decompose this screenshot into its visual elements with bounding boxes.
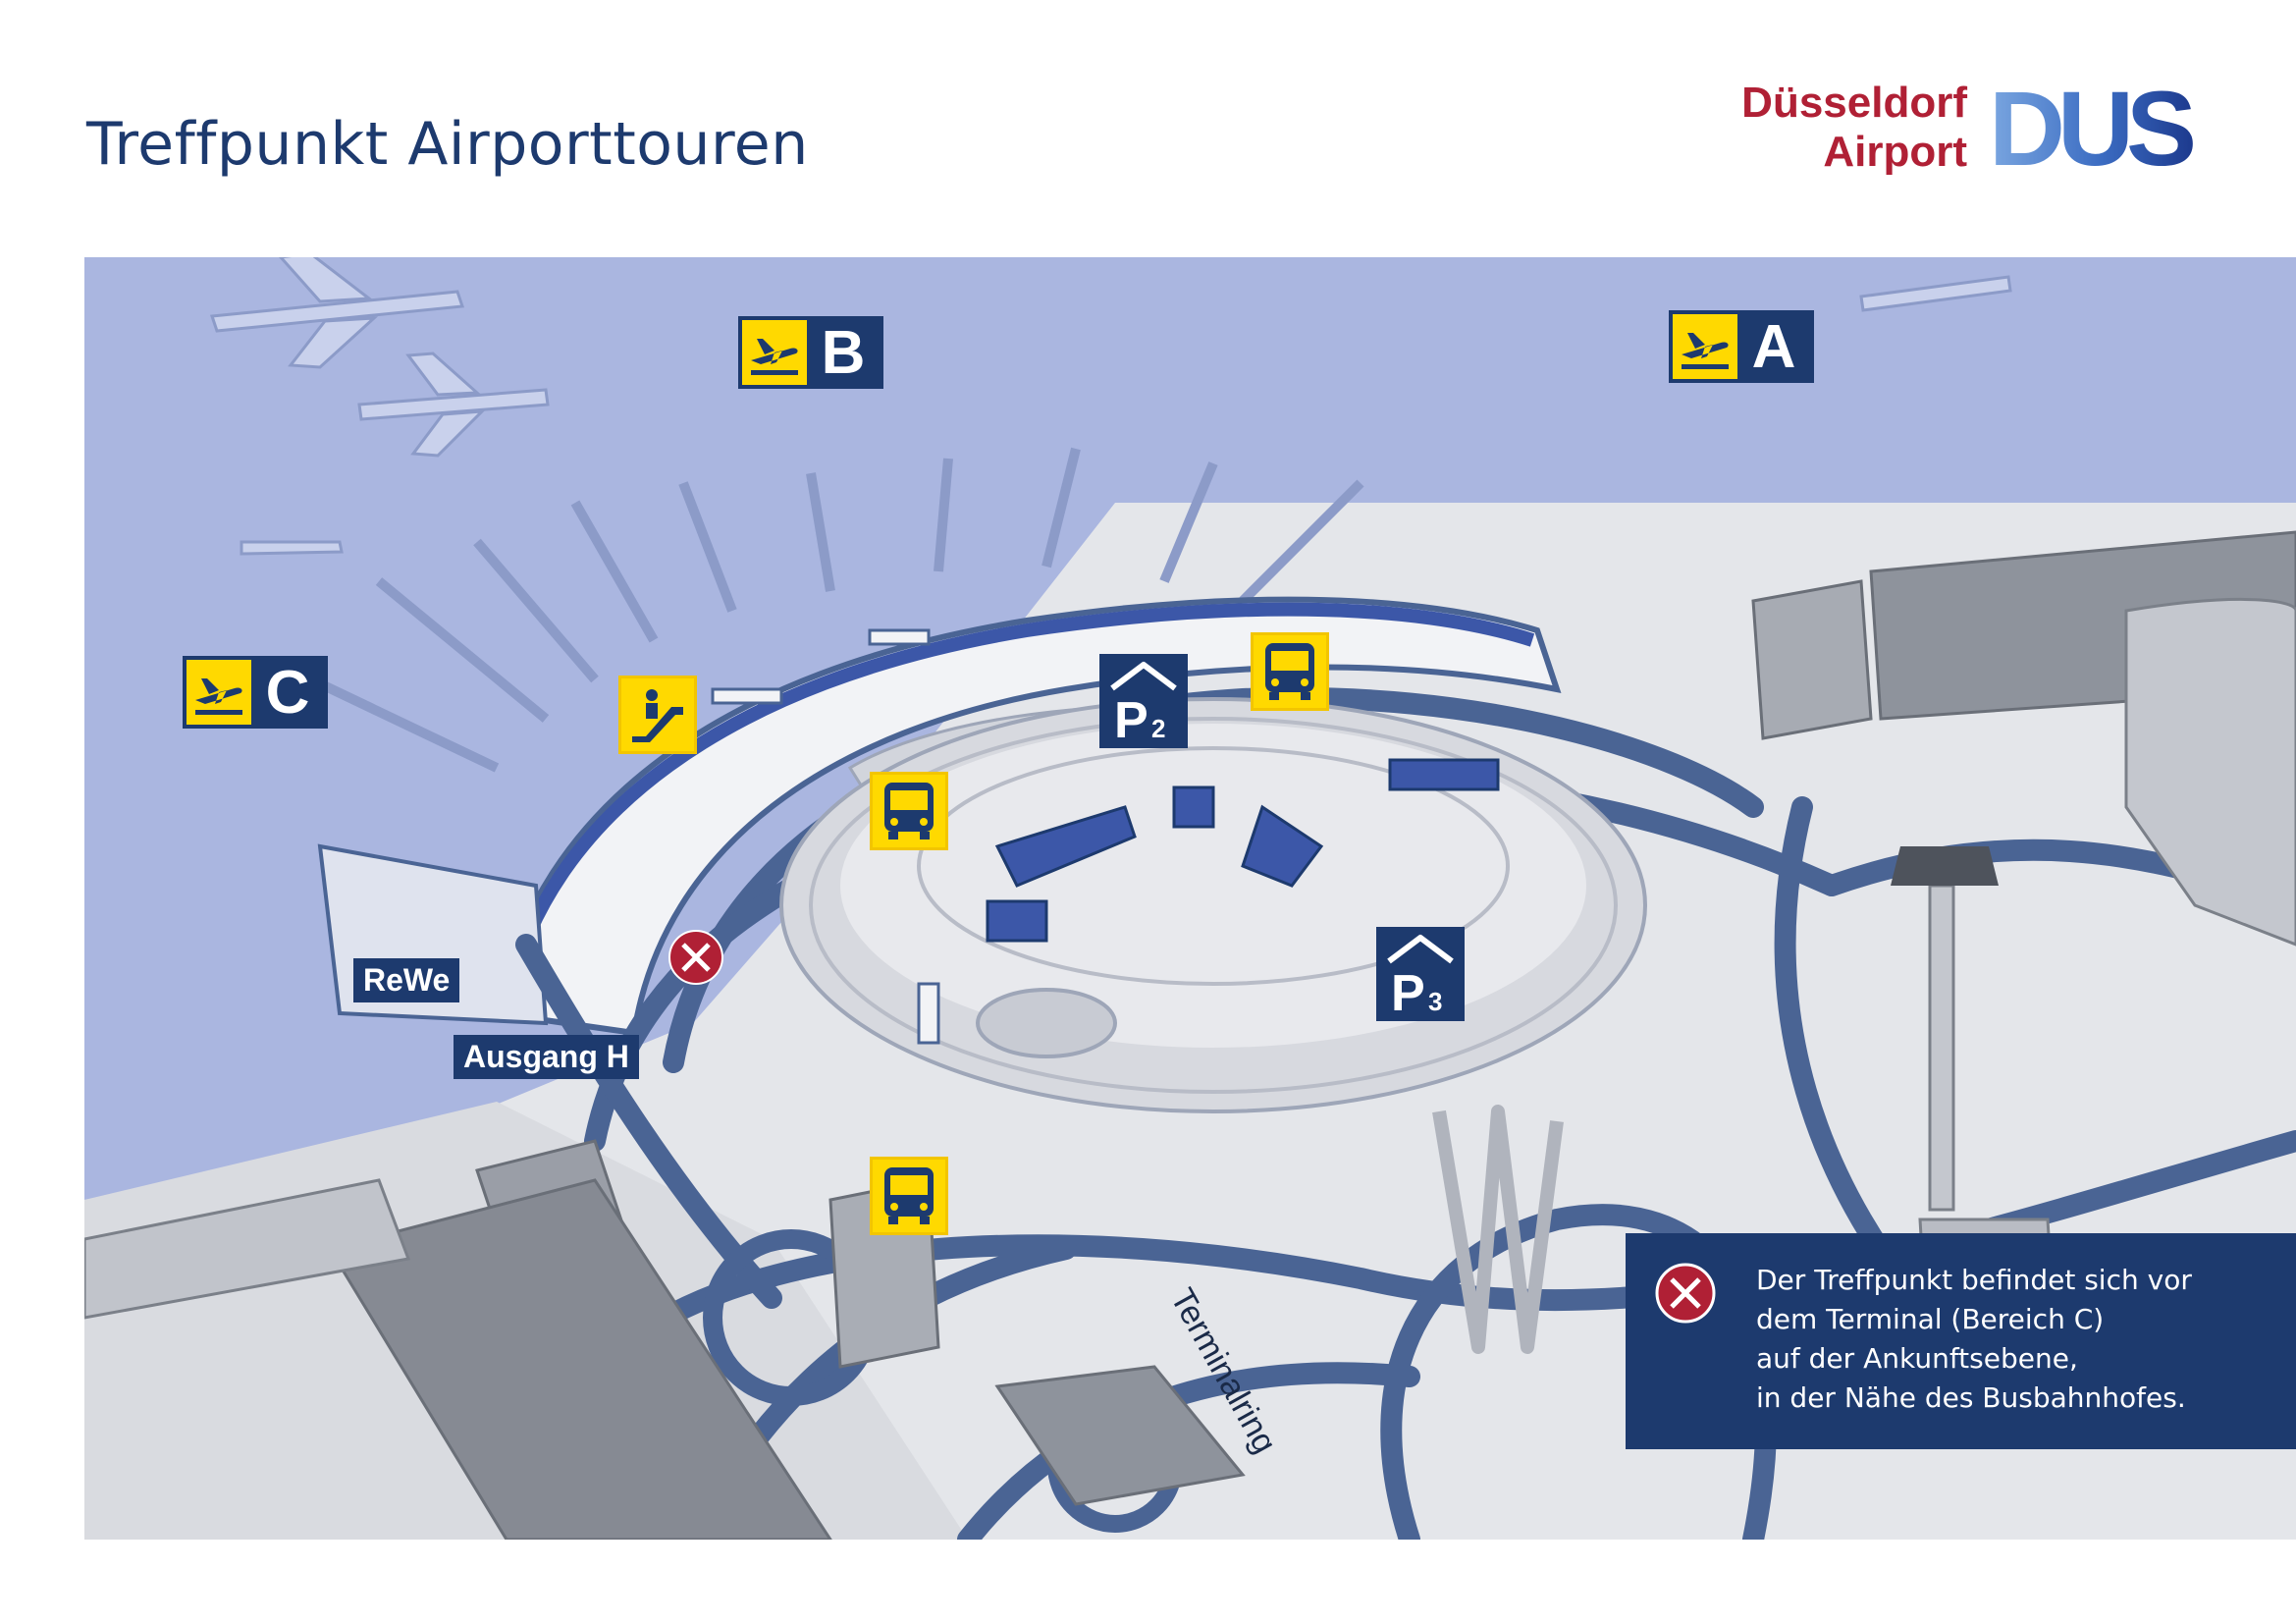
page-title: Treffpunkt Airporttouren bbox=[86, 110, 809, 179]
parking-icon: P 3 bbox=[1387, 935, 1454, 1016]
parking-p3-number: 3 bbox=[1428, 987, 1442, 1016]
hotel-building bbox=[327, 1178, 832, 1540]
logo-line-2: Airport bbox=[1823, 128, 1967, 176]
rewe-label: ReWe bbox=[353, 958, 460, 1002]
bus-icon bbox=[884, 783, 934, 839]
info-line-3: auf der Ankunftsebene, bbox=[1756, 1342, 2078, 1375]
airport-logo: Düsseldorf Airport DUS bbox=[1698, 79, 2218, 187]
info-line-2: dem Terminal (Bereich C) bbox=[1756, 1303, 2105, 1335]
bus-stop-sign bbox=[1251, 632, 1329, 711]
escalator-icon bbox=[632, 689, 683, 742]
meeting-info-box: Der Treffpunkt befindet sich vor dem Ter… bbox=[1626, 1233, 2296, 1449]
escalator-sign bbox=[618, 676, 697, 754]
exit-h-label: Ausgang H bbox=[454, 1035, 639, 1079]
parking-garage-building bbox=[2124, 597, 2296, 947]
logo-text: Düsseldorf Airport bbox=[1741, 79, 1967, 177]
parking-p3-sign: P 3 bbox=[1376, 927, 1465, 1021]
logo-mark-text: DUS bbox=[1989, 81, 2193, 175]
terminal-b-letter: B bbox=[821, 318, 866, 387]
airplane-icons bbox=[209, 257, 2012, 556]
departure-plane-icon bbox=[751, 339, 798, 375]
terminal-a-letter: A bbox=[1751, 312, 1796, 381]
dus-logo-mark: DUS bbox=[1989, 81, 2201, 175]
meeting-point-marker bbox=[668, 930, 723, 985]
parking-icon: P 2 bbox=[1110, 662, 1177, 743]
parking-p2-number: 2 bbox=[1151, 714, 1165, 743]
parking-p2-letter: P bbox=[1114, 692, 1148, 743]
departure-plane-icon bbox=[1682, 333, 1729, 369]
parking-p2-sign: P 2 bbox=[1099, 654, 1188, 748]
bus-stop-sign bbox=[870, 1157, 948, 1235]
control-tower bbox=[1928, 884, 1955, 1212]
logo-line-1: Düsseldorf bbox=[1741, 79, 1967, 127]
bus-icon bbox=[884, 1167, 934, 1224]
terminal-c-sign: C bbox=[183, 656, 328, 729]
terminal-c-letter: C bbox=[265, 658, 310, 727]
terminal-a-sign: A bbox=[1669, 310, 1814, 383]
parking-p3-letter: P bbox=[1391, 965, 1425, 1016]
departure-plane-icon bbox=[195, 678, 242, 715]
terminal-b-sign: B bbox=[738, 316, 883, 389]
bus-stop-sign bbox=[870, 772, 948, 850]
meeting-point-icon bbox=[1655, 1263, 1716, 1324]
gate-piers bbox=[288, 447, 1364, 773]
info-line-1: Der Treffpunkt befindet sich vor bbox=[1756, 1264, 2192, 1296]
bus-icon bbox=[1265, 643, 1314, 700]
info-line-4: in der Nähe des Busbahnhofes. bbox=[1756, 1381, 2186, 1414]
